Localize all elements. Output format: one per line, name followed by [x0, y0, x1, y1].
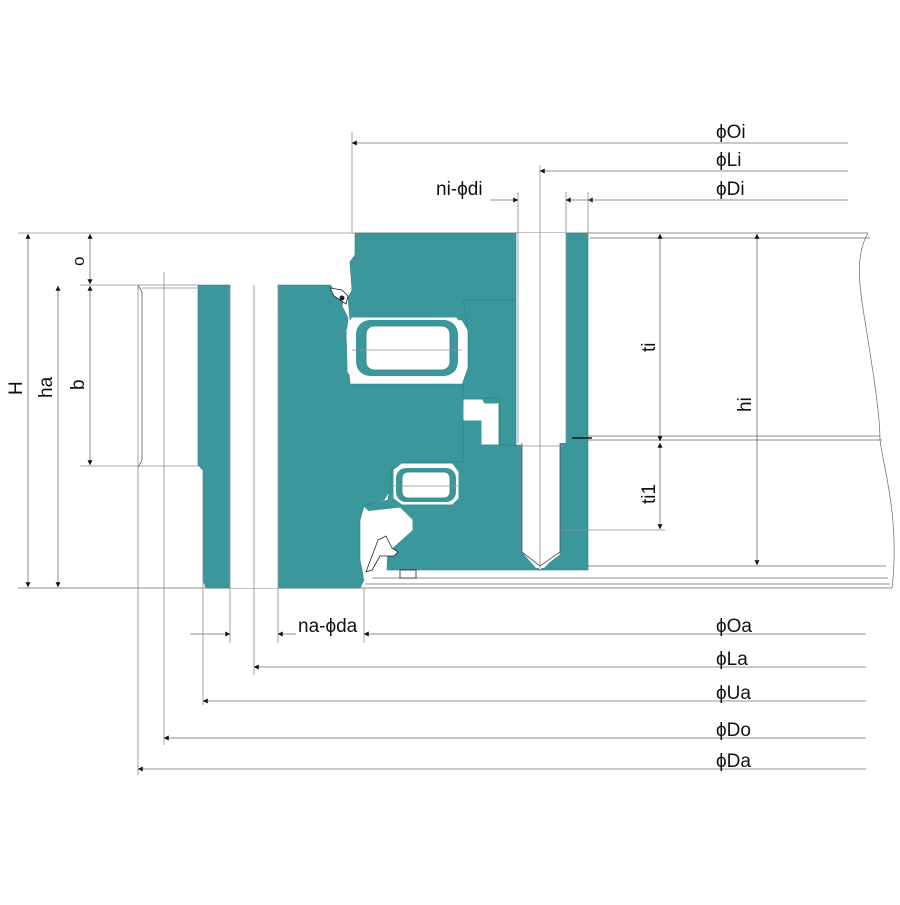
ring-outline-lines [18, 232, 895, 589]
label-b: b [68, 379, 89, 390]
label-ti: ti [639, 343, 660, 353]
label-Do: ϕDo [716, 720, 751, 741]
dim-Oi [351, 132, 848, 233]
label-ha: ha [36, 376, 57, 398]
label-H: H [6, 381, 27, 395]
label-o: o [69, 257, 88, 266]
label-Li: ϕLi [716, 150, 741, 171]
outer-ring-main-section [275, 284, 475, 589]
label-La: ϕLa [716, 649, 748, 670]
label-Oi: ϕOi [716, 122, 746, 143]
label-hi: hi [735, 397, 756, 412]
dim-ni-di [490, 192, 594, 233]
label-Ua: ϕUa [716, 683, 751, 704]
bottom-seal [365, 535, 417, 579]
label-ni-di: ni-ϕdi [436, 179, 483, 200]
dim-ti1 [560, 442, 665, 531]
outer-bolt-hole [229, 285, 279, 675]
label-Oa: ϕOa [716, 616, 752, 637]
dim-Di [587, 192, 848, 233]
label-ti1: ti1 [639, 484, 660, 504]
label-Di: ϕDi [716, 179, 745, 200]
inner-bolt-hole [517, 165, 592, 568]
top-seal [329, 287, 349, 305]
upper-roller [352, 320, 462, 376]
label-na-da: na-ϕda [298, 616, 358, 637]
outer-profile-lines [18, 232, 355, 775]
label-Da: ϕDa [716, 751, 751, 772]
lower-roller [394, 468, 458, 502]
